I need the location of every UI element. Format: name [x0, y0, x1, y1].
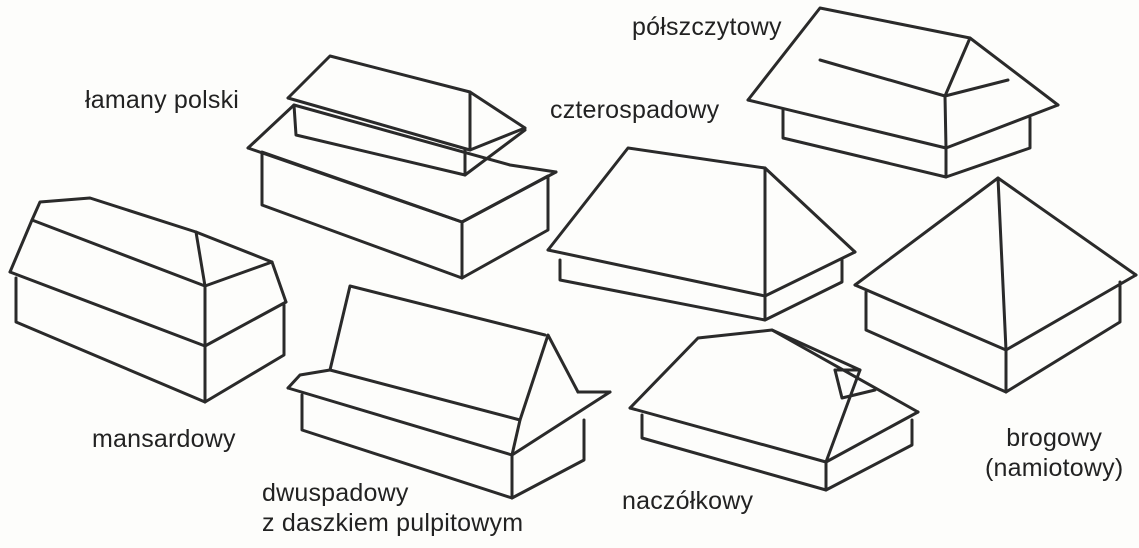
roof-czterospadowy	[548, 148, 855, 320]
roof-lamany-polski	[248, 56, 556, 278]
label-lamany-polski: łamany polski	[85, 85, 239, 115]
roof-mansardowy	[10, 198, 286, 402]
label-naczolkowy: naczółkowy	[622, 486, 753, 516]
label-polszczytowy: półszczytowy	[632, 12, 782, 42]
roof-naczolkowy	[630, 330, 918, 490]
label-dwuspadowy: dwuspadowy z daszkiem pulpitowym	[262, 478, 523, 538]
roof-polszczytowy	[748, 8, 1058, 177]
roof-dwuspadowy	[288, 286, 610, 498]
label-brogowy-line1: brogowy	[985, 423, 1123, 453]
label-mansardowy: mansardowy	[92, 424, 236, 454]
label-dwuspadowy-line2: z daszkiem pulpitowym	[262, 508, 523, 538]
roof-brogowy	[855, 178, 1136, 392]
label-brogowy-line2: (namiotowy)	[985, 453, 1123, 483]
label-czterospadowy: czterospadowy	[550, 95, 719, 125]
label-brogowy: brogowy (namiotowy)	[985, 423, 1123, 483]
label-dwuspadowy-line1: dwuspadowy	[262, 478, 523, 508]
